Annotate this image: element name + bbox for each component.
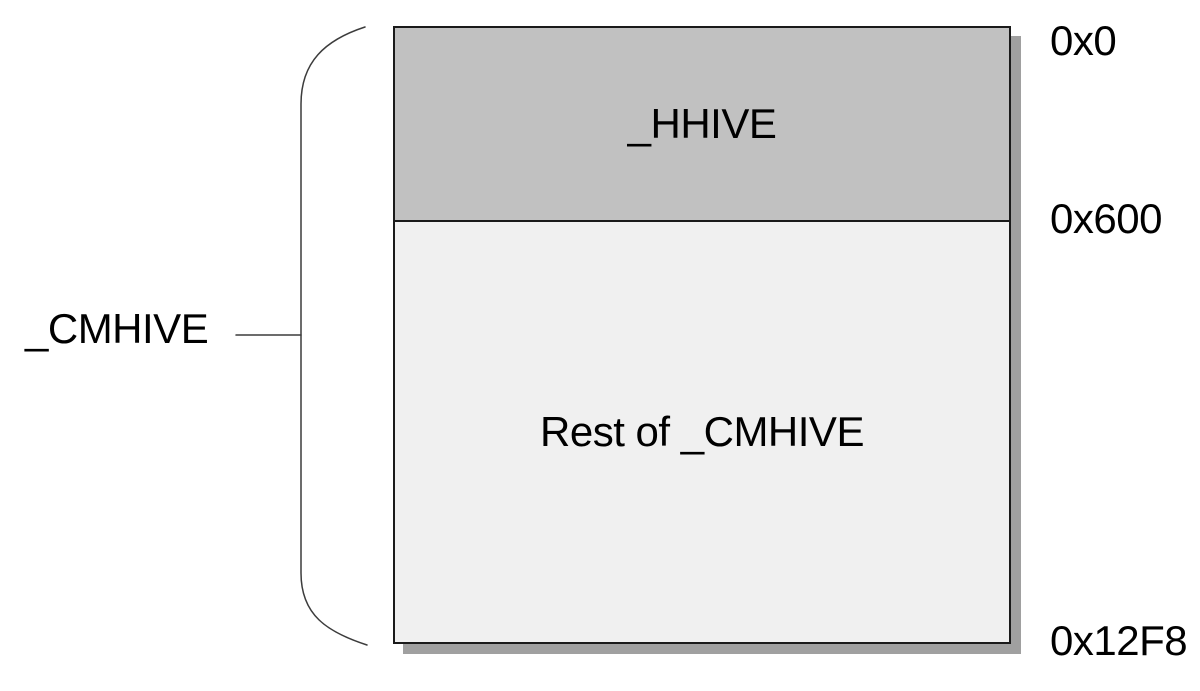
section-rest-of-cmhive: Rest of _CMHIVE (395, 222, 1009, 642)
offset-label-0x0: 0x0 (1050, 17, 1117, 64)
offset-label-0x600: 0x600 (1050, 195, 1162, 242)
section-hhive: _HHIVE (395, 28, 1009, 222)
hhive-section-label: _HHIVE (627, 100, 777, 147)
rest-of-cmhive-section-label: Rest of _CMHIVE (540, 408, 864, 455)
brace-path (300, 26, 368, 646)
offset-label-0x12F8: 0x12F8 (1050, 617, 1188, 664)
cmhive-struct-label: _CMHIVE (25, 305, 209, 352)
struct-box: _HHIVE Rest of _CMHIVE (393, 26, 1011, 644)
